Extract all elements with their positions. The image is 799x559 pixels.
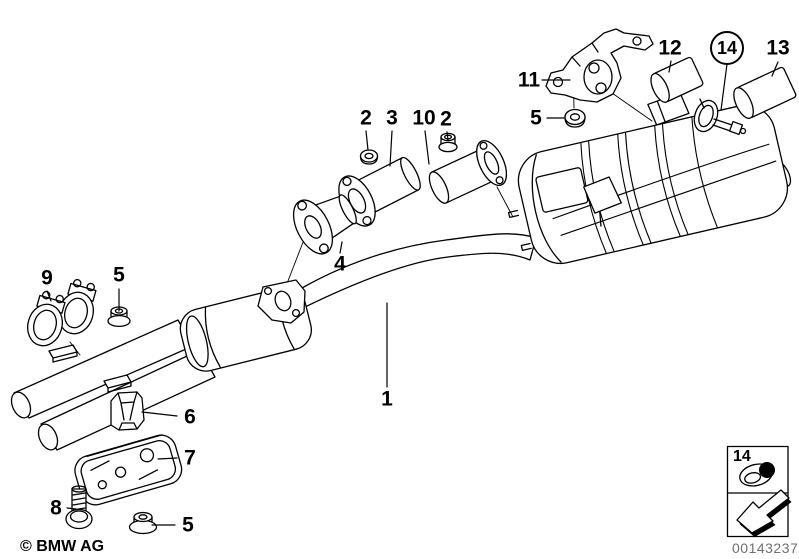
callout-5a[interactable]: 5 [113,263,125,287]
direction-arrow-icon [736,489,792,537]
part-8-bolt-drawing [65,485,93,530]
rear-muffler-drawing [507,92,792,265]
legend-item-label[interactable]: 14 [733,448,751,465]
callout-9[interactable]: 9 [41,266,53,290]
callout-3[interactable]: 3 [386,106,398,130]
image-id-text: 00143237 [732,540,799,556]
callout-4[interactable]: 4 [334,252,346,276]
callout-2b[interactable]: 2 [440,107,452,131]
part-12-tip-drawing [650,56,704,103]
callout-5c[interactable]: 5 [182,513,194,537]
part-5-nut-bottom-drawing [128,511,158,535]
legend-box [726,445,792,538]
centre-muffler-drawing [179,279,312,372]
part-9-clamps-drawing [27,278,97,347]
part-7-plate-drawing [74,434,183,506]
part-3-drawing [338,156,421,227]
clamp-icon [739,462,775,487]
part-11-bracket-drawing [545,28,654,103]
callout-5b[interactable]: 5 [530,106,542,130]
callout-14[interactable]: 14 [710,31,744,65]
part-2-washer-drawing [359,149,379,165]
copyright-text: © BMW AG [20,538,105,555]
callout-2a[interactable]: 2 [360,106,372,130]
callout-1[interactable]: 1 [381,387,393,411]
part-10-drawing [428,140,508,204]
part-13-tip-drawing [733,66,797,119]
part-5-grommet-drawing [564,108,586,128]
callout-6[interactable]: 6 [184,405,196,429]
connecting-pipe-drawing [301,233,537,309]
callout-12[interactable]: 12 [658,36,682,60]
part-6-mount-drawing [110,391,145,431]
part-4-drawing [292,194,357,255]
callout-7[interactable]: 7 [184,446,196,470]
tailpipe-clamp-drawing [693,98,747,136]
callout-8[interactable]: 8 [50,496,62,520]
leader-lines [46,60,779,526]
callout-13[interactable]: 13 [766,36,790,60]
callout-11[interactable]: 11 [517,68,541,92]
callout-10[interactable]: 10 [412,106,436,130]
